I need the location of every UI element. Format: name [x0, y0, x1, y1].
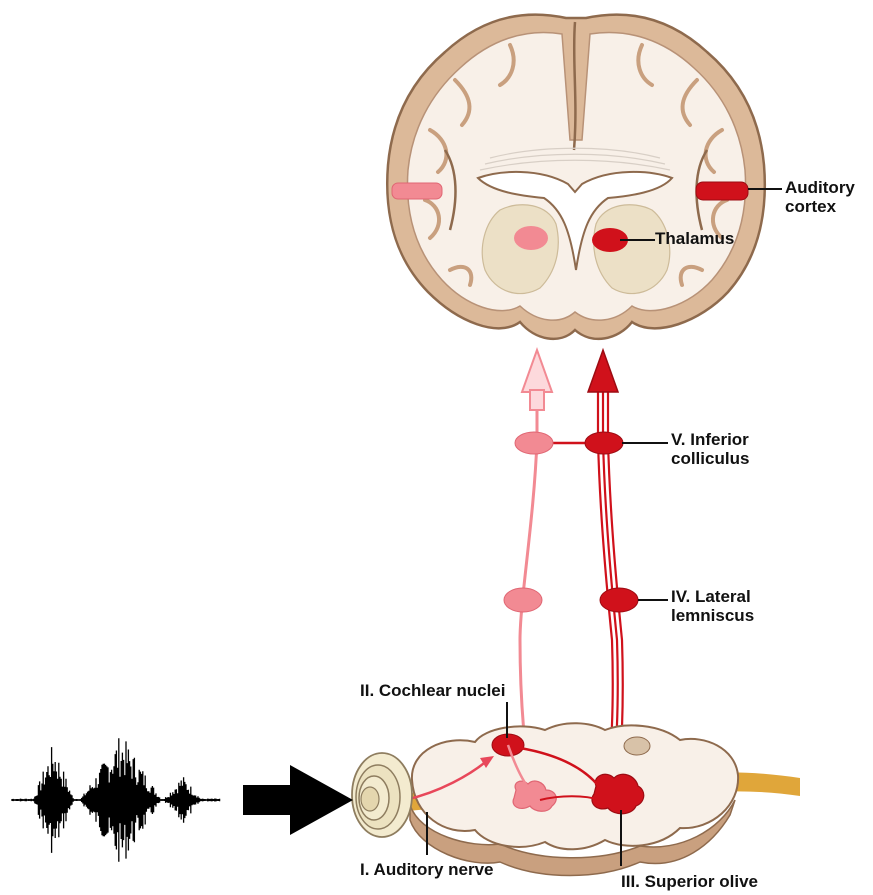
auditory-cortex-left: [392, 183, 442, 199]
inferior-colliculus-left: [515, 432, 553, 454]
inferior-colliculus-label: V. Inferior colliculus: [671, 430, 749, 468]
brain-section: [387, 15, 765, 339]
cochlea: [352, 753, 412, 837]
brainstem-small-nucleus: [624, 737, 650, 755]
brainstem-body: [412, 723, 738, 849]
light-arrow-up: [522, 350, 552, 392]
lateral-lemniscus-label: IV. Lateral lemniscus: [671, 587, 754, 625]
dark-arrow-up: [588, 350, 618, 392]
auditory-cortex-label-line2: cortex: [785, 197, 855, 216]
brainstem: [395, 723, 800, 875]
inferior-colliculus-right: [585, 432, 623, 454]
thalamus-nucleus-left: [514, 226, 548, 250]
sound-waveform: [12, 738, 220, 862]
auditory-cortex-label: Auditory cortex: [785, 178, 855, 216]
lateral-lemniscus-right: [600, 588, 638, 612]
lateral-lemniscus-left: [504, 588, 542, 612]
inferior-colliculus-label-line1: V. Inferior: [671, 430, 749, 449]
cochlear-nuclei-label: II. Cochlear nuclei: [360, 681, 506, 700]
lateral-lemniscus-label-line1: IV. Lateral: [671, 587, 754, 606]
sound-input-arrow: [243, 765, 353, 835]
thalamus-label: Thalamus: [655, 229, 734, 248]
thalamus-left-region: [482, 205, 558, 294]
inferior-colliculus-label-line2: colliculus: [671, 449, 749, 468]
lateral-lemniscus-label-line2: lemniscus: [671, 606, 754, 625]
longitudinal-fissure: [574, 22, 575, 150]
auditory-cortex-label-line1: Auditory: [785, 178, 855, 197]
auditory-cortex-right: [696, 182, 748, 200]
superior-olive-label: III. Superior olive: [621, 872, 758, 891]
auditory-nerve-label: I. Auditory nerve: [360, 860, 494, 879]
